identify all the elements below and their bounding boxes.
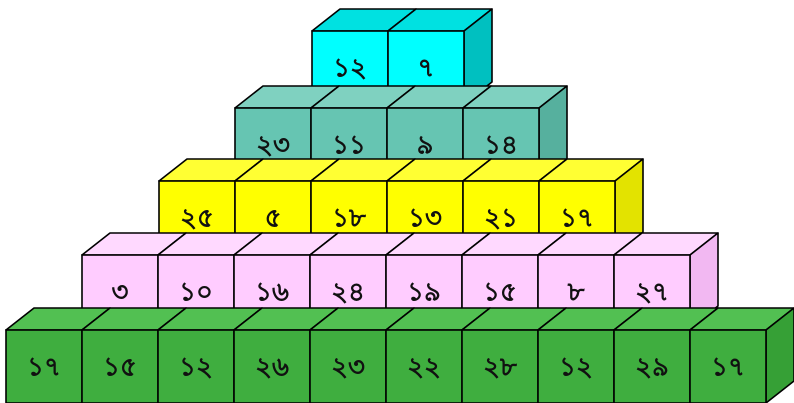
cube-number: ২৫ [180, 204, 214, 234]
cube-number: ১১ [332, 131, 366, 161]
cube-number: ১৭ [711, 353, 745, 383]
cube-number: ১৭ [560, 204, 594, 234]
cube-number: ২৭ [635, 278, 669, 308]
cube-number: ২১ [484, 204, 518, 234]
cube-number: ১২ [333, 54, 367, 84]
cube-number: ৩ [112, 278, 129, 308]
cube-number: ১৪ [484, 131, 518, 161]
cube-number: ২৮ [483, 353, 518, 383]
cube-number: ২৯ [635, 353, 669, 383]
cube-number: ২৩ [331, 353, 365, 383]
row-green: ১৭ ১৫ ১২ ২৬ ২৩ ২২ ২৮ ১২ ২৯ ১৭ [6, 308, 794, 403]
cube-number: ১০ [179, 278, 213, 308]
cube-number: ১৯ [407, 278, 441, 308]
cube-number: ১৩ [408, 204, 442, 234]
cube: ১৭ [690, 308, 794, 403]
cube-number: ৮ [567, 278, 586, 308]
cube-number: ৭ [418, 54, 435, 84]
cube-number: ১৭ [27, 353, 61, 383]
cube-number: ১৫ [103, 353, 137, 383]
cube-number: ১৬ [255, 278, 289, 308]
cube-number: ১৮ [332, 204, 367, 234]
cube-number: ৫ [265, 204, 282, 234]
cube-number: ২৩ [256, 131, 290, 161]
cube-number: ২২ [407, 353, 441, 383]
cube-number: ২৪ [331, 278, 365, 308]
cube-number: ১৫ [483, 278, 517, 308]
cube-number: ৯ [417, 131, 434, 161]
cube-number: ২৬ [255, 353, 289, 383]
cube-number: ১২ [179, 353, 213, 383]
cube-number: ১২ [559, 353, 593, 383]
